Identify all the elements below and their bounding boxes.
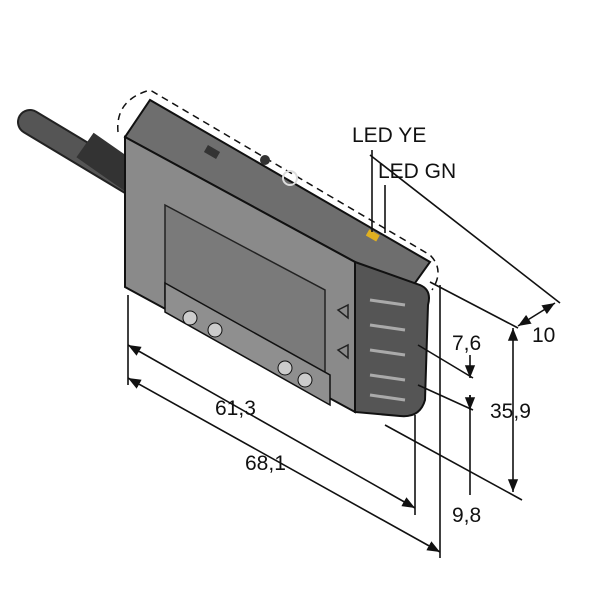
dim-7-6: 7,6 xyxy=(452,332,481,355)
led-indicator xyxy=(365,229,380,242)
end-cap xyxy=(354,260,430,418)
cable xyxy=(17,109,148,198)
dim-35-9: 35,9 xyxy=(490,400,531,423)
dashed-outline xyxy=(117,89,439,291)
dim-9-8: 9,8 xyxy=(452,504,481,527)
dim-10: 10 xyxy=(532,324,555,347)
sensor-body xyxy=(123,98,432,418)
led-gn-label: LED GN xyxy=(378,160,456,183)
dim-61-3: 61,3 xyxy=(215,397,256,420)
dim-68-1: 68,1 xyxy=(245,452,286,475)
led-ye-label: LED YE xyxy=(352,124,426,147)
